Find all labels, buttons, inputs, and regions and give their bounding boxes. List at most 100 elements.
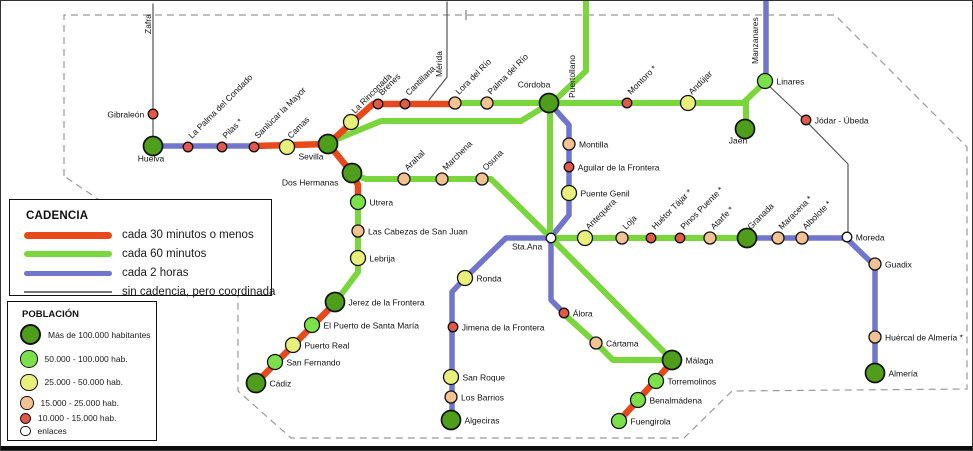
station-jaen [734, 118, 756, 140]
station-palma-del-rio [480, 96, 494, 110]
station-cantillana [399, 98, 411, 110]
legend-cadencia-title: CADENCIA [26, 210, 89, 222]
station-arahal [397, 172, 411, 186]
label-el-puerto-de-santa-maria: El Puerto de Santa María [324, 321, 420, 331]
station-sanlucar-la-mayor [248, 141, 260, 153]
legend-poblacion-title: POBLACIÓN [22, 309, 79, 320]
label-utrera: Utrera [370, 198, 394, 208]
label-sta-ana: Sta.Ana [512, 242, 543, 252]
label-jimena-de-la-frontera: Jimena de la Frontera [462, 323, 545, 333]
station-algeciras [440, 409, 462, 431]
cadencia-swatch-cad30 [24, 231, 112, 239]
station-alora [558, 307, 570, 319]
label-las-cabezas-de-san-juan: Las Cabezas de San Juan [368, 227, 468, 237]
label-alora: Álora [573, 309, 593, 319]
poblacion-dot-g50 [20, 350, 38, 368]
station-andujar [679, 94, 697, 112]
service-area-boundary [63, 10, 968, 439]
station-sevilla [317, 133, 339, 155]
station-guadix [868, 257, 882, 271]
station-almeria [864, 362, 886, 384]
station-linares [756, 72, 774, 90]
label-jaen: Jaén [729, 136, 748, 146]
label-san-roque: San Roque [463, 373, 506, 383]
cadencia-item-cad120: cada 2 horas [24, 267, 271, 279]
label-guadix: Guadix [885, 260, 913, 270]
station-sta-ana [545, 232, 557, 244]
cadencia-item-cad60: cada 60 minutos [24, 248, 271, 260]
label-jodar-ubeda: Jódar - Úbeda [815, 116, 869, 126]
poblacion-label: 25.000 - 50.000 hab. [44, 377, 123, 388]
station-loja [615, 231, 629, 245]
label-aguilar-de-la-frontera: Aguilar de la Frontera [578, 163, 660, 173]
legend-poblacion-rows: Más de 100.000 habitantes 50.000 - 100.00… [20, 324, 156, 436]
station-fuengirola [610, 412, 628, 430]
label-fuengirola: Fuengirola [631, 417, 671, 427]
label-la-palma-del-condado: La Palma del Condado [186, 72, 254, 140]
station-dos-hermanas [341, 162, 363, 184]
label-huercal-de-almeria: Huércal de Almería * [885, 333, 964, 343]
station-la-rinconada [342, 113, 360, 131]
label-torremolinos: Torremolinos [668, 377, 717, 387]
label-cordoba: Córdoba [518, 80, 551, 90]
poblacion-label: Más de 100.000 habitantes [48, 329, 151, 340]
station-jimena-de-la-frontera [447, 321, 459, 333]
cadencia-label: cada 2 horas [122, 267, 189, 279]
station-cadiz [245, 372, 267, 394]
label-cantillana: Cantillana [403, 63, 437, 97]
station-marchena [435, 172, 449, 186]
station-jodar-ubeda [800, 114, 812, 126]
label-los-barrios: Los Barrios [461, 393, 504, 403]
station-montoro [621, 97, 633, 109]
label-cadiz: Cádiz [270, 379, 292, 389]
station-pilas [216, 141, 228, 153]
station-maracena [771, 231, 785, 245]
cadencia-label: sin cadencia, pero coordinada [122, 286, 276, 298]
edge-label-manzanares: Manzanares [750, 17, 760, 64]
legend-cadencia: CADENCIA cada 30 minutos o menos cada 60 … [9, 199, 276, 298]
label-cartama: Cártama [606, 339, 639, 349]
poblacion-dot-link [20, 425, 31, 436]
station-huelva [142, 135, 164, 157]
station-jerez-de-la-frontera [324, 291, 346, 313]
station-antequera [576, 229, 594, 247]
label-camas: Camas [285, 114, 311, 140]
label-sevilla: Sevilla [298, 152, 323, 162]
station-puente-genil [560, 184, 578, 202]
cadencia-label: cada 60 minutos [122, 248, 207, 260]
station-benalmadena [629, 391, 647, 409]
edge-label-puertollano: Puertollano [567, 55, 577, 98]
label-dos-hermanas: Dos Hermanas [282, 178, 339, 188]
station-camas [278, 138, 296, 156]
label-puerto-real: Puerto Real [305, 341, 350, 351]
label-arahal: Arahal [402, 148, 427, 173]
line-merida-branch [428, 1, 448, 101]
edge-label-zafra: Zafra [143, 14, 153, 34]
poblacion-item-y25: 25.000 - 50.000 hab. [20, 373, 156, 391]
label-montilla: Montilla [579, 140, 609, 150]
station-huercal-de-almeria [868, 330, 882, 344]
poblacion-label: 50.000 - 100.000 hab. [44, 353, 128, 364]
station-ronda [456, 269, 474, 287]
station-montilla [562, 137, 576, 151]
station-malaga [661, 349, 683, 371]
station-los-barrios [444, 390, 458, 404]
line-sevilla-cordoba [327, 102, 550, 145]
station-granada [736, 227, 758, 249]
station-torremolinos [647, 372, 665, 390]
station-huetor-tajar [645, 232, 657, 244]
line-staana-malaga [550, 237, 674, 362]
line-staana-alora [548, 236, 567, 316]
station-gibraleon [147, 108, 159, 120]
cadencia-item-cad30: cada 30 minutos o menos [24, 229, 271, 241]
frame-bottom-rule [1, 446, 972, 450]
cadencia-swatch-coord [24, 291, 112, 293]
station-san-roque [442, 368, 460, 386]
label-linares: Linares [777, 77, 805, 87]
label-marchena: Marchena [440, 138, 474, 172]
station-aguilar-de-la-frontera [563, 161, 575, 173]
line-cordoba-linares [546, 79, 768, 106]
